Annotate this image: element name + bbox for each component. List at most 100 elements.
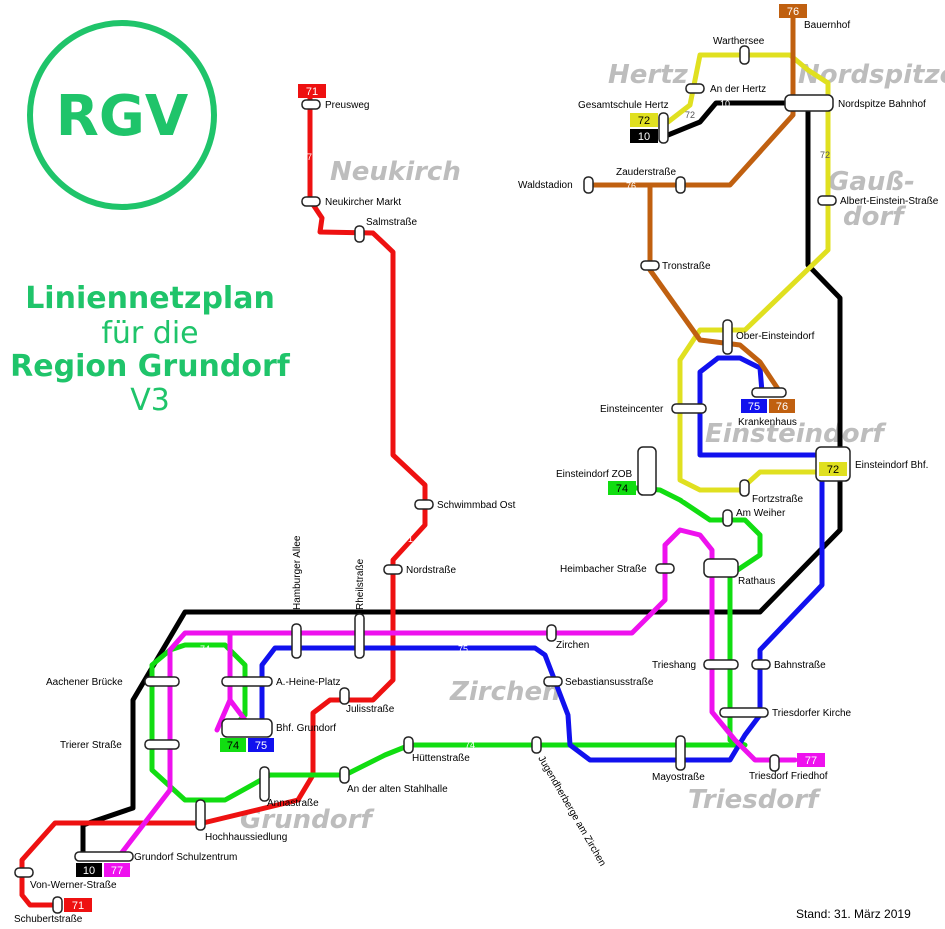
- station-nordstrasse: Nordstraße: [406, 565, 456, 576]
- station-hochhaussiedlung: Hochhaussiedlung: [205, 832, 287, 843]
- badge-10-gs: [76, 863, 102, 877]
- badge-72-eb: [819, 462, 847, 476]
- district-neukirch: Neukirch: [330, 157, 461, 187]
- station-mayostrasse: Mayostraße: [652, 772, 705, 783]
- station-von-werner: Von-Werner-Straße: [30, 880, 117, 891]
- route-label-72a: 72: [685, 110, 695, 120]
- station-einsteincenter: Einsteincenter: [600, 404, 664, 415]
- route-label-71b: 71: [403, 534, 413, 544]
- stop-bhf-grundorf: [221, 718, 273, 738]
- station-an-der-hertz: An der Hertz: [710, 84, 766, 95]
- station-trieshang: Trieshang: [652, 660, 696, 671]
- stop-hamburger-allee: [291, 623, 302, 659]
- station-nordspitze-bhf: Nordspitze Bahnhof: [838, 99, 926, 110]
- station-schubertstrasse: Schubertstraße: [14, 914, 83, 925]
- district-einsteindorf: Einsteindorf: [705, 419, 887, 449]
- station-bauernhof: Bauernhof: [804, 20, 850, 31]
- station-hamburger-allee: Hamburger Allee: [292, 535, 303, 610]
- stop-salmstrasse: [354, 225, 365, 243]
- stop-einsteindorf-zob: [637, 446, 657, 496]
- station-jugendherberge: Jugendherberge am Zirchen: [535, 754, 607, 868]
- stop-zauderstrasse: [675, 176, 686, 194]
- station-waldstadion: Waldstadion: [518, 180, 573, 191]
- map-title: Liniennetzplan für die Region Grundorf V…: [10, 281, 291, 418]
- badge-71-schub: [64, 898, 92, 912]
- badge-74-bhf: [220, 738, 246, 752]
- stop-nordspitze-bhf: [784, 94, 834, 112]
- line-badges: 71 76 72 10 75 76 72 74 74 75 10 77 71 7…: [64, 4, 847, 912]
- station-zirchen: Zirchen: [556, 640, 589, 651]
- stop-waldstadion: [583, 176, 594, 194]
- station-annastrasse: Annastraße: [267, 798, 319, 809]
- stop-fortzstrasse: [739, 479, 750, 497]
- station-schwimmbad-ost: Schwimmbad Ost: [437, 500, 516, 511]
- station-alte-stahlhalle: An der alten Stahlhalle: [347, 784, 448, 795]
- badge-10-gs-text: 10: [83, 865, 95, 877]
- stop-schwimmbad-ost: [414, 499, 434, 510]
- rgv-logo: RGV: [27, 20, 217, 210]
- badge-74-zob: [608, 481, 636, 495]
- stop-einsteincenter: [671, 403, 707, 414]
- stop-am-weiher: [722, 509, 733, 527]
- route-line-71: [19, 95, 428, 908]
- title-line-2: für die: [101, 316, 198, 351]
- stop-tronstrasse: [640, 260, 660, 271]
- route-label-74a: 74: [682, 492, 692, 502]
- station-heimbacher: Heimbacher Straße: [560, 564, 647, 575]
- station-einsteindorf-bhf: Einsteindorf Bhf.: [855, 460, 928, 471]
- stop-trierer: [144, 739, 180, 750]
- route-line-77: [117, 527, 798, 858]
- badge-77-tf-text: 77: [805, 755, 817, 767]
- station-neukircher-markt: Neukircher Markt: [325, 197, 401, 208]
- route-label-71a: 71: [307, 152, 317, 162]
- station-krankenhaus: Krankenhaus: [738, 417, 797, 428]
- badge-72-hertz-text: 72: [638, 115, 650, 127]
- stop-nordstrasse: [383, 564, 403, 575]
- station-bahnstrasse: Bahnstraße: [774, 660, 826, 671]
- station-ober-einsteindorf: Ober-Einsteindorf: [736, 331, 815, 342]
- route-label-74c: 74: [200, 644, 210, 654]
- station-rathaus: Rathaus: [738, 576, 775, 587]
- stop-triesdorf-friedhof: [769, 754, 780, 772]
- stop-annastrasse: [259, 766, 270, 802]
- badge-77-gs: [104, 863, 130, 877]
- stop-hochhaussiedlung: [195, 799, 206, 831]
- station-huettenstrasse: Hüttenstraße: [412, 753, 470, 764]
- route-line-74: [149, 484, 763, 803]
- stop-julisstrasse: [339, 687, 350, 705]
- stop-von-werner: [14, 867, 34, 878]
- stop-jugendherberge: [531, 736, 542, 754]
- station-aachener: Aachener Brücke: [46, 677, 123, 688]
- stop-rheilstrasse: [354, 613, 365, 659]
- badge-75-kh: [741, 399, 767, 413]
- stop-schubertstrasse: [52, 896, 63, 914]
- stop-warthersee: [739, 45, 750, 65]
- route-line-72: [665, 52, 831, 493]
- station-triesdorfer-kirche: Triesdorfer Kirche: [772, 708, 852, 719]
- badge-10-hertz: [630, 129, 658, 143]
- badge-77-gs-text: 77: [111, 865, 123, 877]
- stop-heine-platz: [221, 676, 273, 687]
- district-gauss: Gauß-: [828, 167, 915, 197]
- badge-75-kh-text: 75: [748, 401, 760, 413]
- stop-rathaus: [703, 558, 739, 578]
- station-fortzstrasse: Fortzstraße: [752, 494, 804, 505]
- stop-aachener: [144, 676, 180, 687]
- route-label-75: 75: [458, 644, 468, 654]
- station-schulzentrum: Grundorf Schulzentrum: [134, 852, 237, 863]
- station-triesdorf-friedhof: Triesdorf Friedhof: [749, 771, 828, 782]
- route-labels: 71 71 72 72 10 76 74 74 74 75: [200, 99, 830, 750]
- title-line-3: Region Grundorf: [10, 349, 291, 384]
- stop-gesamtschule: [658, 112, 669, 144]
- stop-heimbacher: [655, 563, 675, 574]
- badge-74-bhf-text: 74: [227, 740, 239, 752]
- badge-75-bhf-text: 75: [255, 740, 267, 752]
- stop-zirchen: [546, 624, 557, 642]
- station-albert-einstein: Albert-Einstein-Straße: [840, 196, 939, 207]
- badge-76-top-text: 76: [787, 6, 799, 18]
- title-line-1: Liniennetzplan: [25, 281, 275, 316]
- route-label-76: 76: [626, 181, 636, 191]
- station-julisstrasse: Julisstraße: [346, 704, 395, 715]
- district-triesdorf: Triesdorf: [688, 785, 822, 815]
- stop-preusweg: [301, 99, 321, 110]
